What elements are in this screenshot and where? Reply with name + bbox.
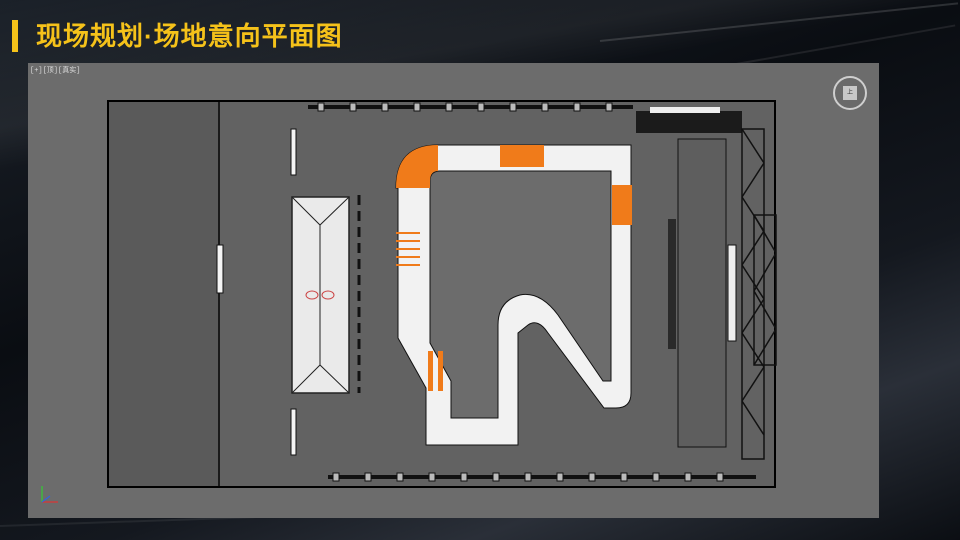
fence-post bbox=[620, 472, 628, 482]
fence-post bbox=[541, 102, 549, 112]
fence-post bbox=[556, 472, 564, 482]
axis-gizmo-icon bbox=[41, 486, 58, 503]
pit-building bbox=[677, 138, 727, 448]
sign-panel bbox=[290, 408, 297, 456]
track-marker bbox=[500, 145, 544, 167]
fence-post bbox=[428, 472, 436, 482]
fence-post bbox=[396, 472, 404, 482]
fence-post bbox=[445, 102, 453, 112]
pit-wall bbox=[668, 219, 676, 349]
fence-post bbox=[652, 472, 660, 482]
track-marker bbox=[428, 351, 433, 391]
gate-marker bbox=[216, 244, 224, 294]
site-floor-plan bbox=[107, 100, 777, 488]
pit-door bbox=[727, 244, 737, 342]
fence-post bbox=[477, 102, 485, 112]
track-marker bbox=[396, 145, 438, 188]
fence-post bbox=[573, 102, 581, 112]
title-accent-bar bbox=[12, 20, 18, 52]
light-streak bbox=[599, 2, 959, 42]
fence-post bbox=[460, 472, 468, 482]
viewcube-icon[interactable]: 上 bbox=[833, 76, 867, 110]
fence-post bbox=[684, 472, 692, 482]
fence-post bbox=[524, 472, 532, 482]
3d-viewport[interactable]: [+][顶][真实] 上 bbox=[28, 63, 879, 518]
fence-post bbox=[492, 472, 500, 482]
fence-post bbox=[349, 102, 357, 112]
track-marker bbox=[612, 185, 632, 225]
grandstand-truss bbox=[741, 128, 777, 460]
fence-post bbox=[605, 102, 613, 112]
track-infield bbox=[429, 170, 612, 419]
fence-post bbox=[413, 102, 421, 112]
fence-post bbox=[588, 472, 596, 482]
pit-sign bbox=[650, 107, 720, 113]
track-marker bbox=[438, 351, 443, 391]
fence-post bbox=[332, 472, 340, 482]
viewcube-face[interactable]: 上 bbox=[843, 86, 857, 100]
fence-post bbox=[381, 102, 389, 112]
fence-post bbox=[509, 102, 517, 112]
start-grid bbox=[396, 232, 420, 266]
fence-post bbox=[364, 472, 372, 482]
viewport-label[interactable]: [+][顶][真实] bbox=[30, 67, 81, 75]
slide-title: 现场规划·场地意向平面图 bbox=[36, 21, 343, 51]
sign-panel bbox=[290, 128, 297, 176]
pit-roof bbox=[636, 111, 742, 133]
fence-post bbox=[317, 102, 325, 112]
fence-post bbox=[716, 472, 724, 482]
left-zone bbox=[109, 102, 219, 486]
